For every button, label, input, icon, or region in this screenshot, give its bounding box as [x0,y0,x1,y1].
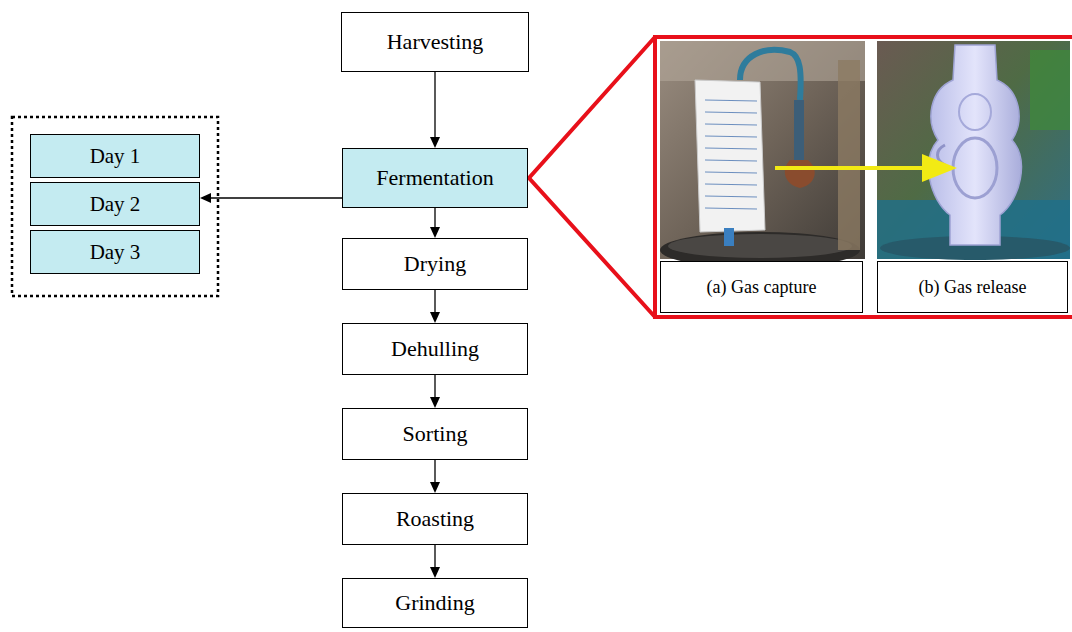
connector-line [434,375,435,399]
node-label: Fermentation [376,165,493,190]
node-label: Day 2 [90,192,141,216]
connector-line [434,72,435,139]
flow-arrow [430,72,440,148]
node-label: Grinding [395,590,474,615]
node-label: (b) Gas release [919,277,1027,298]
process-box: Sorting [342,408,528,460]
flow-arrow [430,208,440,238]
process-box: Drying [342,238,528,290]
flow-arrow [430,460,440,493]
day-box: Day 1 [30,134,200,178]
gas-capture-photo [660,41,865,268]
connector-line [434,290,435,314]
dashed-group-frame [12,117,218,296]
photo-caption: (b) Gas release [877,261,1068,313]
connector-line [434,208,435,229]
process-box: Harvesting [341,12,529,72]
transfer-arrow [775,154,957,182]
node-label: Drying [404,251,466,276]
node-label: Harvesting [387,29,484,54]
arrow-head [430,567,440,578]
process-box: Roasting [342,493,528,545]
day-box: Day 2 [30,182,200,226]
node-label: Roasting [396,506,474,531]
connector-line [434,460,435,484]
zoom-callout-frame [655,37,1072,317]
node-label: Sorting [403,421,468,446]
node-label: Day 3 [90,240,141,264]
process-box: Dehulling [342,323,528,375]
flow-arrow [430,290,440,323]
process-box: Grinding [342,578,528,628]
arrow-head [430,227,440,238]
node-label: Dehulling [391,336,479,361]
photo-caption: (a) Gas capture [660,261,863,313]
process-box: Fermentation [342,148,528,208]
zoom-callout-lines [529,37,655,317]
gas-release-photo [877,41,1070,260]
node-label: Day 1 [90,144,141,168]
connector-line [209,197,342,198]
arrow-head [430,482,440,493]
arrow-head [430,312,440,323]
flow-arrow [200,193,342,203]
flow-arrow [430,545,440,578]
day-box: Day 3 [30,230,200,274]
arrow-head [430,397,440,408]
connector-line [434,545,435,569]
arrow-head [200,193,211,203]
flow-arrow [430,375,440,408]
arrow-head [430,137,440,148]
node-label: (a) Gas capture [707,277,817,298]
